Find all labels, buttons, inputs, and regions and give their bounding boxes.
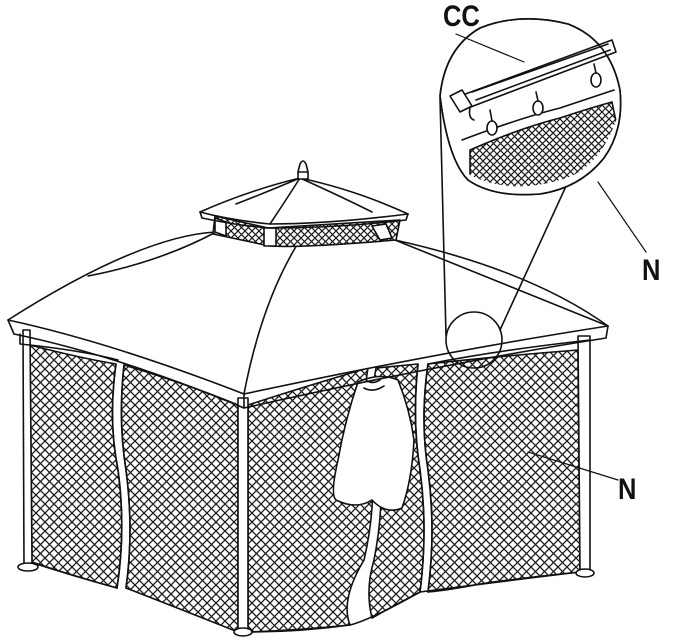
net-opening	[332, 375, 415, 511]
net-panel-right	[423, 349, 581, 593]
net-fold-left	[111, 363, 123, 589]
roof-hip-left	[87, 231, 217, 277]
roof-eave-front-left	[7, 319, 245, 409]
roof-top-hip-front	[269, 177, 301, 225]
post-right	[577, 335, 591, 573]
net-panel-left-middle	[120, 364, 239, 633]
post-left	[22, 329, 33, 569]
roof-hip-right	[394, 239, 609, 327]
post-front-foot	[233, 627, 253, 637]
net-panel-left	[29, 344, 123, 589]
roof-main	[7, 231, 609, 395]
finial-base	[297, 171, 309, 180]
roof-eave-right-depth	[427, 339, 591, 365]
roof-hip-front	[243, 239, 301, 395]
callout-connector-left	[439, 97, 447, 337]
label-n-side: N	[618, 473, 637, 506]
vent-post-right	[371, 223, 393, 241]
post-right-foot	[575, 568, 595, 578]
roof-top-hip-right	[299, 177, 373, 213]
leader-n-side	[527, 451, 619, 481]
roof-eave-front-right	[243, 325, 609, 409]
post-left-foot	[17, 562, 39, 572]
net-fold-right-b	[423, 363, 433, 593]
curtain-hooks	[468, 63, 602, 136]
label-cc: CC	[443, 0, 480, 33]
label-n-top: N	[642, 254, 661, 287]
roof-top-eave	[199, 211, 409, 229]
net-fold-left-b	[120, 364, 131, 589]
leader-n-top	[597, 181, 647, 253]
vent-post-front	[263, 227, 277, 247]
net-hem-center	[247, 571, 581, 633]
roof-eave-left-depth	[19, 333, 119, 361]
net-hem-left	[29, 561, 118, 589]
post-front	[237, 397, 249, 633]
detail-zoom	[439, 18, 622, 196]
roof-top	[199, 177, 409, 225]
roof-top-hip-left	[235, 177, 301, 205]
leader-cc	[455, 33, 525, 63]
detail-callout-circle	[445, 311, 503, 369]
curtain-track-endcap	[449, 89, 473, 113]
net-fold-right	[414, 363, 425, 593]
